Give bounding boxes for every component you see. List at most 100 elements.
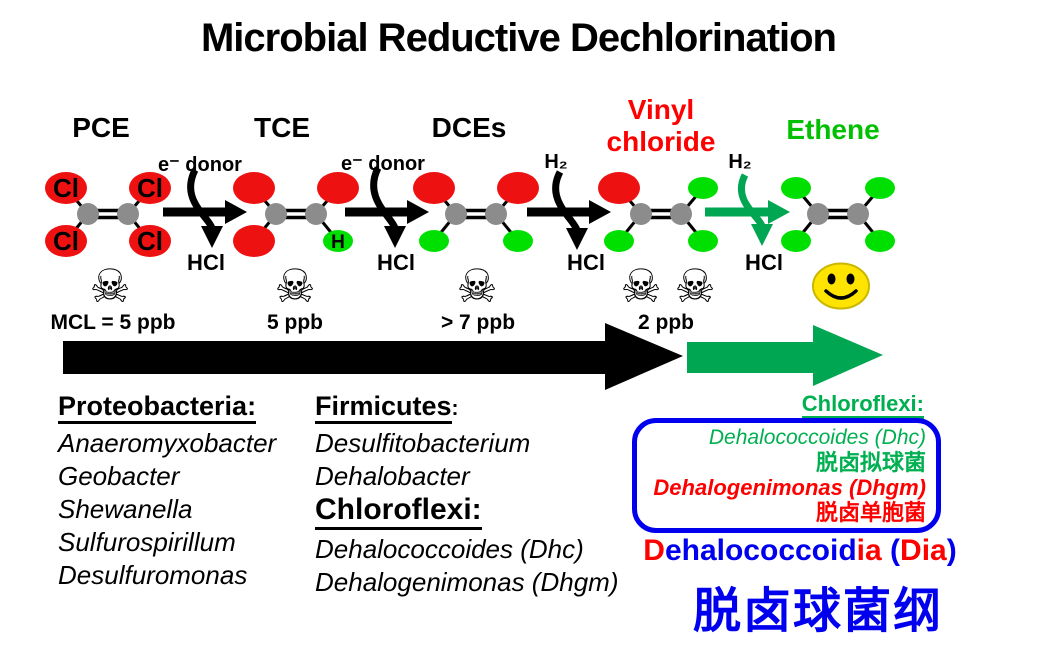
hydrogen-atom	[604, 230, 634, 252]
class-name-segment: ia	[856, 534, 882, 567]
dhc-chinese-label: 脱卤拟球菌	[815, 450, 926, 475]
reagent-label-4: H₂	[728, 151, 752, 173]
hydrogen-atom	[865, 230, 895, 252]
carbon-atom	[807, 203, 829, 225]
chloroflexi-classification-box: Dehalococcoides (Dhc) 脱卤拟球菌 Dehalogenimo…	[632, 418, 941, 533]
byproduct-label-4: HCl	[745, 250, 783, 275]
genus-item: Dehalococcoides (Dhc)	[315, 534, 584, 564]
class-name-segment: ehalococcoid	[664, 534, 857, 567]
ethene-molecule	[781, 177, 895, 252]
dhgm-latin-label: Dehalogenimonas (Dhgm)	[653, 475, 926, 500]
black-progress-arrow	[63, 323, 683, 390]
reagent-label-2: e⁻ donor	[341, 153, 425, 175]
carbon-atom	[670, 203, 692, 225]
class-name-segment: D	[643, 534, 665, 567]
tce-molecule: H	[233, 172, 359, 257]
genus-item: Desulfitobacterium	[315, 428, 531, 458]
vinyl-chloride-molecule	[598, 172, 718, 252]
hydrogen-atom	[781, 230, 811, 252]
chlorine-atom	[233, 172, 275, 204]
chlorine-atom	[45, 172, 87, 204]
atom-label: Cl	[53, 226, 79, 256]
atom-label: Cl	[53, 173, 79, 203]
green-progress-arrow	[687, 325, 883, 386]
genus-item: Desulfuromonas	[58, 560, 248, 590]
dehalococcoidia-class-chinese-label: 脱卤球菌纲	[692, 585, 944, 638]
chlorine-atom	[45, 225, 87, 257]
hydrogen-atom	[781, 177, 811, 199]
carbon-atom	[630, 203, 652, 225]
compound-label-ethene: Ethene	[786, 114, 880, 145]
chlorine-atom	[497, 172, 539, 204]
carbon-atom	[485, 203, 507, 225]
class-name-segment: Dia	[900, 534, 947, 567]
mcl-value-pce: MCL = 5 ppb	[50, 311, 176, 334]
step-arrow-4	[705, 173, 790, 246]
genus-item: Anaeromyxobacter	[58, 428, 277, 458]
chlorine-atom	[317, 172, 359, 204]
firmicutes-chloroflexi-column: Firmicutes: Desulfitobacterium Dehalobac…	[315, 391, 618, 599]
class-name-segment: )	[946, 534, 957, 567]
hydrogen-atom	[419, 230, 449, 252]
reagent-label-3: H₂	[544, 151, 568, 173]
hydrogen-atom	[688, 177, 718, 199]
carbon-atom	[445, 203, 467, 225]
atom-label: H	[331, 232, 345, 253]
compound-label-tce: TCE	[254, 112, 310, 143]
dhgm-chinese-label: 脱卤单胞菌	[815, 500, 926, 525]
chlorine-atom	[233, 225, 275, 257]
chloroflexi-left-heading: Chloroflexi:	[315, 493, 482, 530]
genus-item: Dehalobacter	[315, 461, 470, 491]
compound-label-dces: DCEs	[431, 112, 507, 143]
chlorine-atom	[129, 172, 171, 204]
hydrogen-atom	[323, 230, 353, 252]
vinyl-chloride-line2: chloride	[606, 126, 716, 157]
skull-icon: ☠	[89, 259, 131, 313]
genus-item: Sulfurospirillum	[58, 527, 236, 557]
byproduct-label-2: HCl	[377, 250, 415, 275]
reagent-label-1: e⁻ donor	[158, 154, 242, 176]
vinyl-chloride-line1: Vinyl	[627, 94, 695, 125]
skull-icon: ☠	[674, 259, 716, 313]
hydrogen-atom	[503, 230, 533, 252]
hydrogen-atom	[865, 177, 895, 199]
hydrogen-atom	[688, 230, 718, 252]
chlorine-atom	[129, 225, 171, 257]
genus-item: Dehalogenimonas (Dhgm)	[315, 567, 619, 597]
chloroflexi-right-heading: Chloroflexi:	[801, 392, 924, 419]
step-arrow-2	[345, 166, 429, 248]
page-title: Microbial Reductive Dechlorination	[200, 16, 837, 60]
mcl-value-tce: 5 ppb	[267, 311, 323, 334]
atom-label: Cl	[137, 226, 163, 256]
firmicutes-colon: :	[451, 397, 459, 420]
chlorine-atom	[598, 172, 640, 204]
firmicutes-heading: Firmicutes	[315, 391, 452, 424]
mcl-value-dces: > 7 ppb	[440, 311, 516, 334]
carbon-atom	[265, 203, 287, 225]
dce-molecule	[413, 172, 539, 252]
proteobacteria-heading: Proteobacteria:	[58, 391, 257, 424]
skull-icon: ☠	[456, 259, 498, 313]
genus-item: Shewanella	[58, 494, 193, 524]
byproduct-label-1: HCl	[187, 250, 225, 275]
genus-item: Geobacter	[58, 461, 180, 491]
compound-label-pce: PCE	[72, 112, 130, 143]
chlorine-atom	[413, 172, 455, 204]
carbon-atom	[117, 203, 139, 225]
carbon-atom	[77, 203, 99, 225]
atom-label: Cl	[137, 173, 163, 203]
skull-icon: ☠	[620, 259, 662, 313]
step-arrow-1	[163, 168, 247, 248]
carbon-atom	[847, 203, 869, 225]
step-arrow-3	[527, 170, 611, 250]
class-name-segment: (	[881, 534, 901, 567]
dehalococcoidia-class-label: Dehalococcoidia (Dia)	[643, 534, 956, 568]
chloroflexi-right-heading-wrap: Chloroflexi:	[801, 392, 924, 419]
dhc-latin-label: Dehalococcoides (Dhc)	[708, 426, 926, 449]
mcl-value-vinyl-chloride: 2 ppb	[638, 311, 694, 334]
carbon-atom	[305, 203, 327, 225]
